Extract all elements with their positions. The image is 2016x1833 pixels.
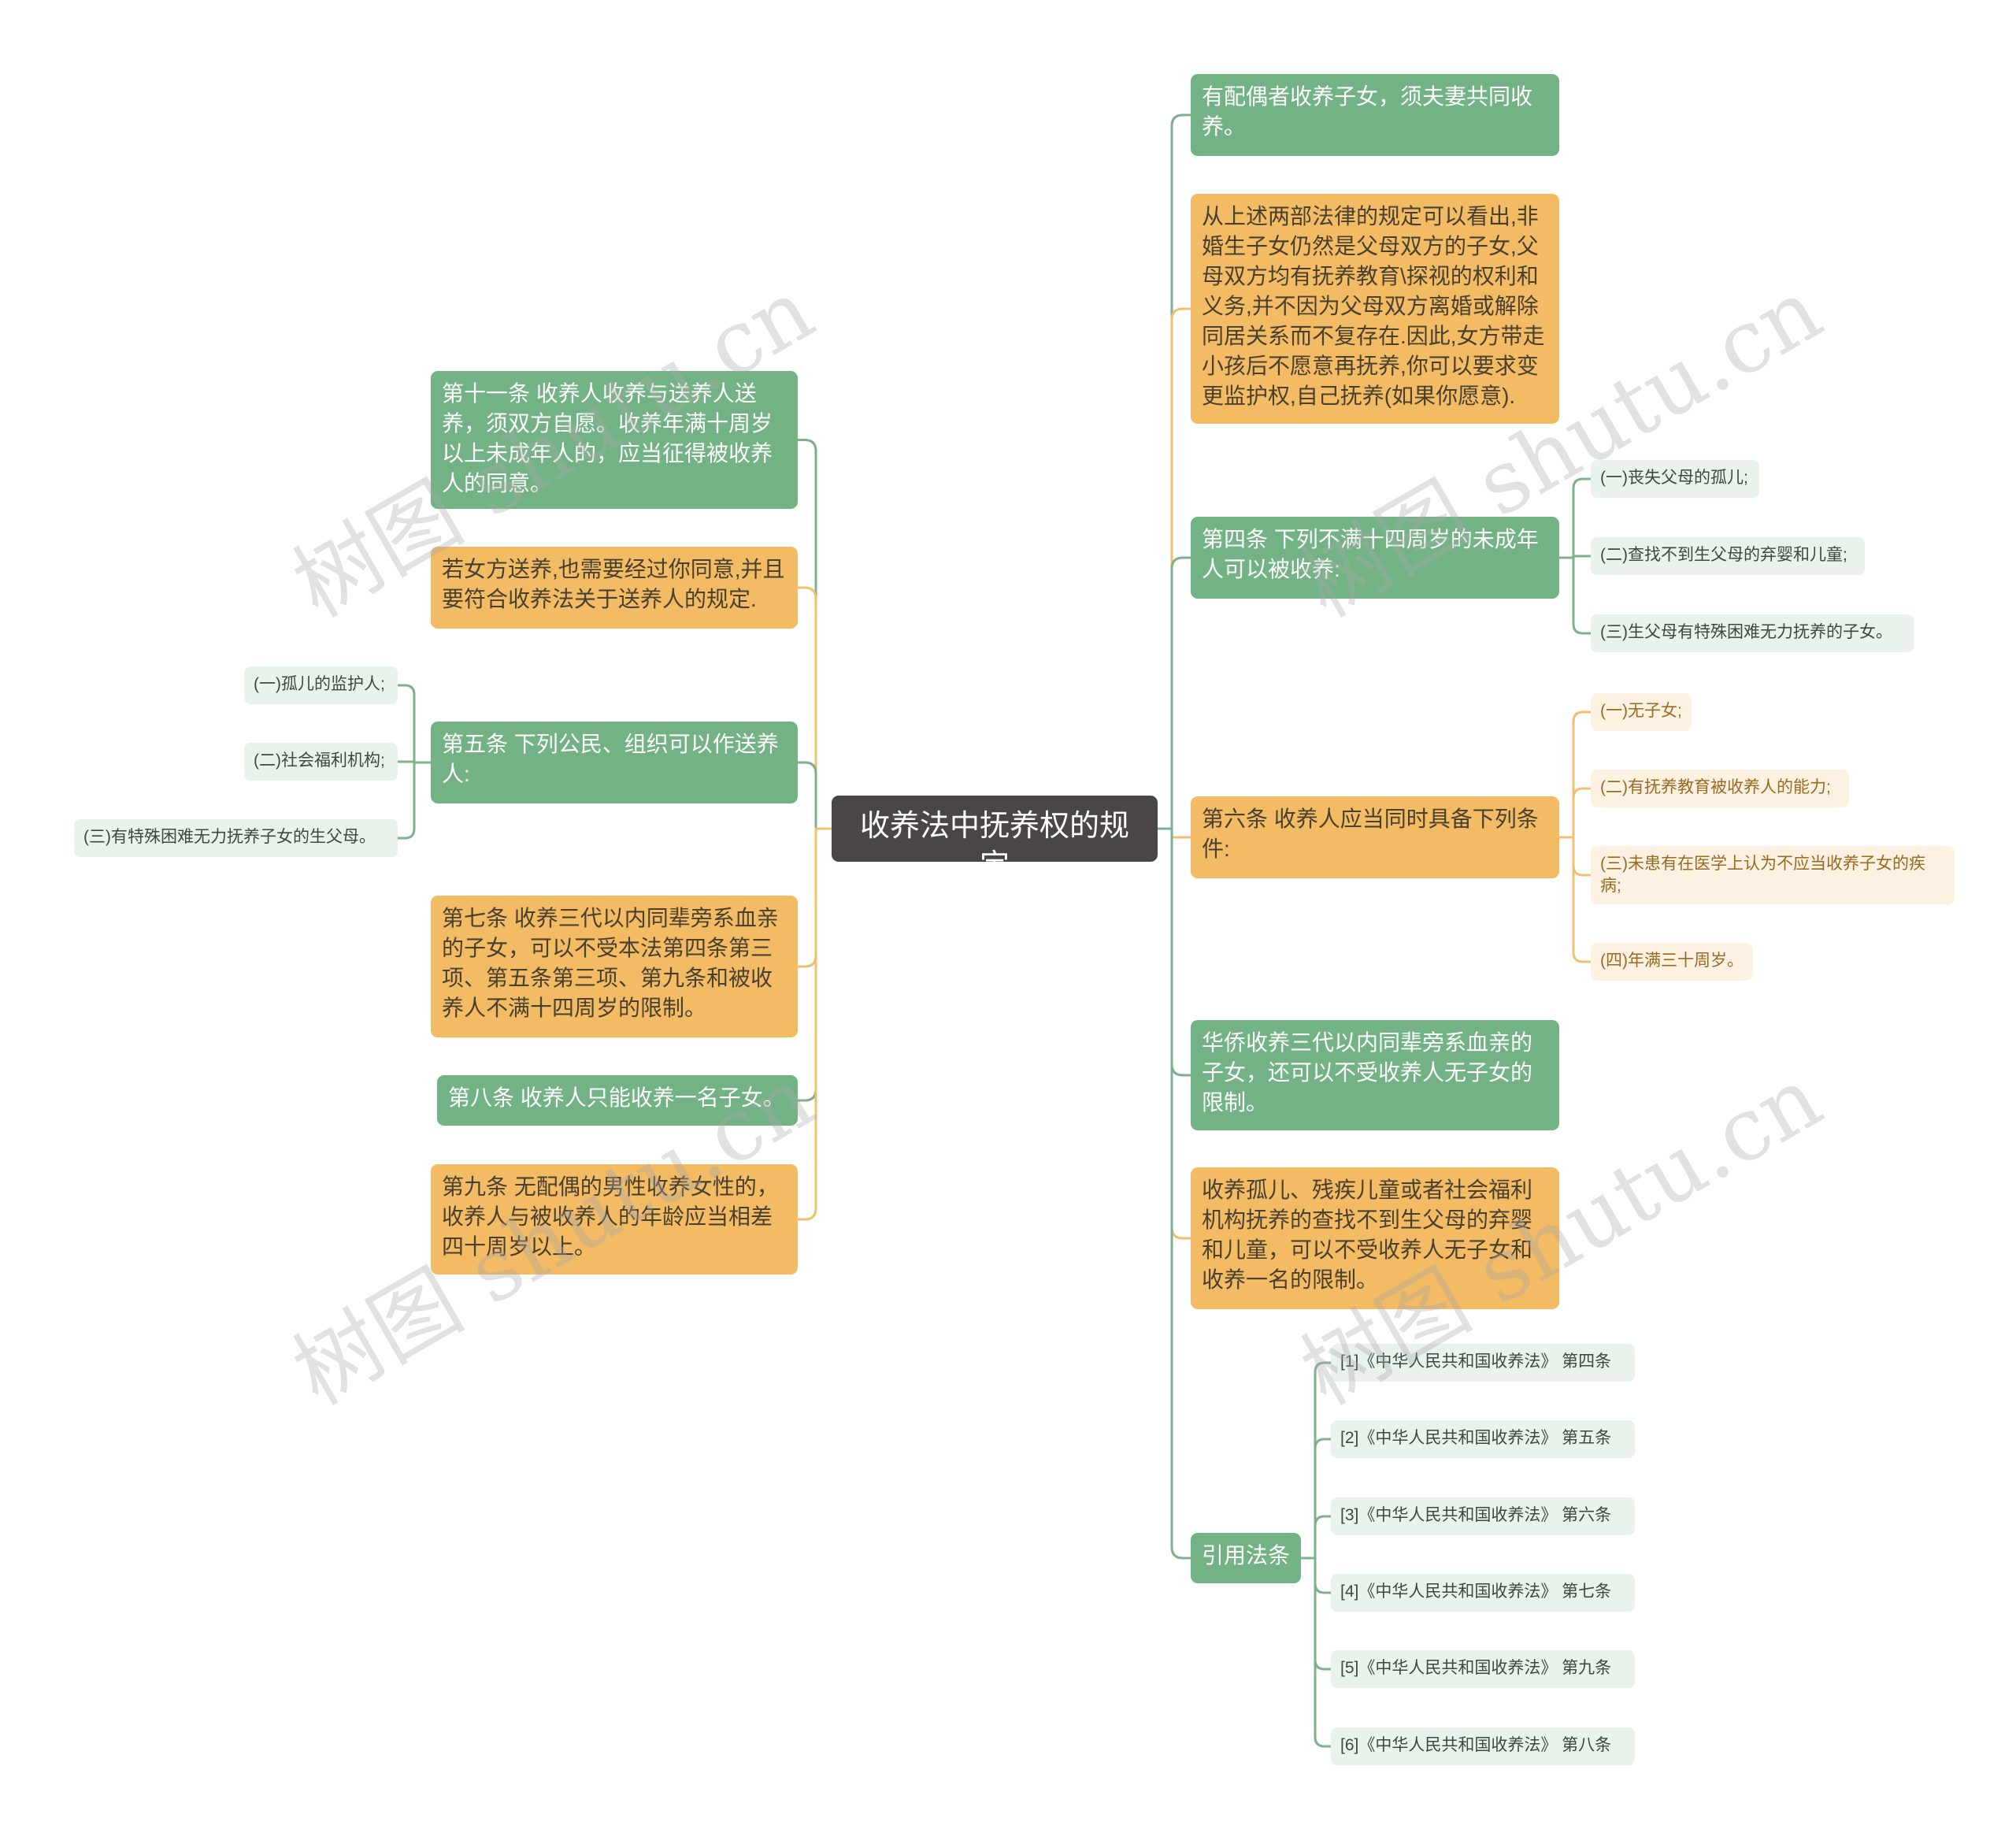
left-node-article7[interactable]: 第七条 收养三代以内同辈旁系血亲的子女，可以不受本法第四条第三项、第五条第三项、…: [431, 896, 798, 1037]
connector-root-right-6: [1158, 827, 1191, 1560]
connector-root-right-4: [1158, 827, 1191, 1077]
right-node-article6[interactable]: 第六条 收养人应当同时具备下列条件:: [1191, 796, 1559, 878]
connector-article6-1: [1559, 787, 1591, 839]
left-node-article11[interactable]: 第十一条 收养人收养与送养人送养，须双方自愿。收养年满十周岁以上未成年人的，应当…: [431, 371, 798, 509]
citation-item-1[interactable]: [1]《中华人民共和国收养法》 第四条: [1331, 1344, 1635, 1382]
article4-item-orphans[interactable]: (一)丧失父母的孤儿;: [1591, 460, 1759, 498]
right-node-spouse-joint-adoption[interactable]: 有配偶者收养子女，须夫妻共同收养。: [1191, 74, 1559, 156]
root-topic[interactable]: 收养法中抚养权的规定: [832, 796, 1158, 882]
connector-root-left-1: [798, 586, 832, 830]
article6-item-capability[interactable]: (二)有抚养教育被收养人的能力;: [1591, 770, 1849, 807]
right-node-citations[interactable]: 引用法条: [1191, 1533, 1301, 1583]
article6-item-no-children[interactable]: (一)无子女;: [1591, 693, 1692, 731]
right-node-overseas-chinese[interactable]: 华侨收养三代以内同辈旁系血亲的子女，还可以不受收养人无子女的限制。: [1191, 1020, 1559, 1130]
article6-item-health[interactable]: (三)未患有在医学上认为不应当收养子女的疾病;: [1591, 846, 1955, 904]
connector-root-right-1: [1158, 307, 1191, 830]
connector-article4-2: [1559, 556, 1591, 635]
left-node-article9[interactable]: 第九条 无配偶的男性收养女性的，收养人与被收养人的年龄应当相差四十周岁以上。: [431, 1164, 798, 1275]
connector-root-left-5: [798, 827, 832, 1221]
connector-root-right-2: [1158, 556, 1191, 830]
article5-item-welfare-institution[interactable]: (二)社会福利机构;: [244, 743, 398, 781]
connector-article6-0: [1559, 711, 1591, 839]
citation-item-5[interactable]: [5]《中华人民共和国收养法》 第九条: [1331, 1650, 1635, 1688]
article5-item-guardian[interactable]: (一)孤儿的监护人;: [244, 666, 398, 704]
connector-root-left-2: [798, 761, 832, 830]
left-node-female-adoption-note[interactable]: 若女方送养,也需要经过你同意,并且要符合收养法关于送养人的规定.: [431, 547, 798, 629]
right-node-article4[interactable]: 第四条 下列不满十四周岁的未成年人可以被收养:: [1191, 517, 1559, 599]
article6-item-age[interactable]: (四)年满三十周岁。: [1591, 943, 1753, 981]
citation-item-4[interactable]: [4]《中华人民共和国收养法》 第七条: [1331, 1574, 1635, 1612]
connector-article4-0: [1559, 477, 1591, 559]
citation-item-6[interactable]: [6]《中华人民共和国收养法》 第八条: [1331, 1727, 1635, 1765]
connector-article6-3: [1559, 836, 1591, 963]
connector-article6-2: [1559, 836, 1591, 877]
connector-article5-2: [398, 761, 431, 840]
article4-item-hardship-children[interactable]: (三)生父母有特殊困难无力抚养的子女。: [1591, 614, 1914, 652]
article5-item-birth-parents[interactable]: (三)有特殊困难无力抚养子女的生父母。: [74, 819, 398, 857]
connector-citation-3: [1301, 1515, 1331, 1560]
connector-article5-0: [398, 684, 431, 764]
right-node-orphans-exemption[interactable]: 收养孤儿、残疾儿童或者社会福利机构抚养的查找不到生父母的弃婴和儿童，可以不受收养…: [1191, 1167, 1559, 1309]
connector-root-right-3: [1158, 827, 1191, 839]
right-node-analysis[interactable]: 从上述两部法律的规定可以看出,非婚生子女仍然是父母双方的子女,父母双方均有抚养教…: [1191, 194, 1559, 424]
connector-citation-1: [1301, 1361, 1331, 1560]
citation-item-3[interactable]: [3]《中华人民共和国收养法》 第六条: [1331, 1497, 1635, 1535]
left-node-article8[interactable]: 第八条 收养人只能收养一名子女。: [437, 1075, 798, 1126]
left-node-article5[interactable]: 第五条 下列公民、组织可以作送养人:: [431, 722, 798, 803]
connector-root-right-0: [1158, 113, 1191, 830]
connector-root-left-0: [798, 439, 832, 830]
connector-root-right-5: [1158, 827, 1191, 1240]
citation-item-2[interactable]: [2]《中华人民共和国收养法》 第五条: [1331, 1420, 1635, 1458]
article4-item-abandoned-infants[interactable]: (二)查找不到生父母的弃婴和儿童;: [1591, 537, 1865, 575]
connector-citation-2: [1301, 1438, 1331, 1560]
connector-citation-6: [1301, 1557, 1331, 1748]
